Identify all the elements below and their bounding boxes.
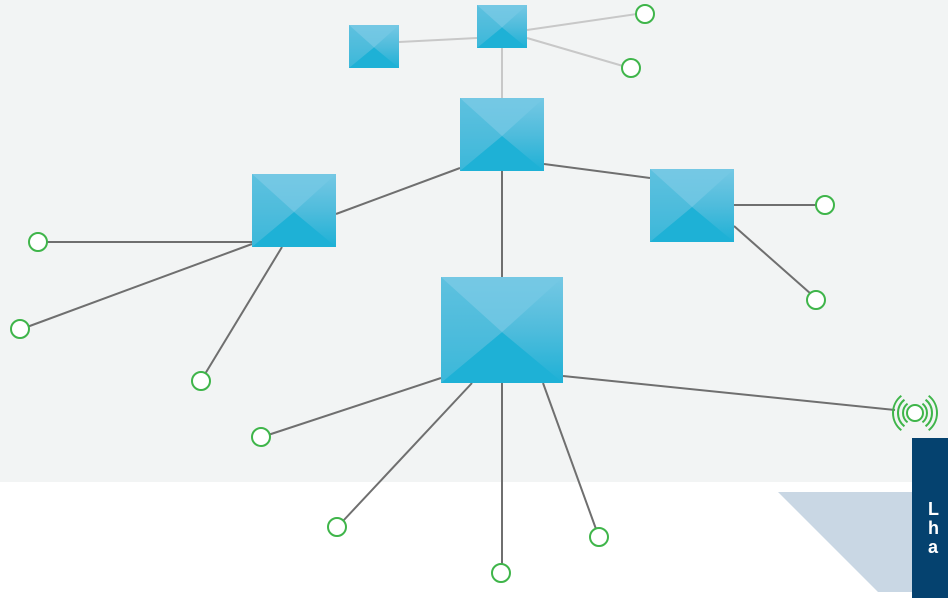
callout-line-2: h: [928, 518, 939, 538]
callout-box: [912, 438, 948, 598]
callout-line-1: L: [928, 500, 939, 519]
links-layer: [26, 13, 896, 565]
callout-text: L h a: [928, 500, 948, 557]
endpoint-ep-top-1: [635, 4, 655, 24]
endpoint-ep-left-3: [191, 371, 211, 391]
callout-line-3: a: [928, 537, 939, 557]
endpoint-ep-main-3: [491, 563, 511, 583]
link-switch-main-to-ep-main-1: [267, 377, 442, 436]
link-hub-small-top-to-ep-top-1: [526, 13, 638, 31]
link-switch-main-to-ep-main-4: [542, 382, 597, 530]
endpoint-ep-main-4: [589, 527, 609, 547]
nodes-layer: [252, 5, 734, 383]
endpoint-ep-main-1: [251, 427, 271, 447]
link-switch-left-to-ep-left-2: [26, 243, 253, 328]
endpoint-ep-left-1: [28, 232, 48, 252]
endpoints-layer: [10, 4, 938, 583]
endpoint-ep-main-2: [327, 517, 347, 537]
node-hub-small-left: [349, 25, 399, 68]
node-switch-right: [650, 169, 734, 242]
endpoint-ep-right-1: [815, 195, 835, 215]
wireless-icon: [892, 394, 938, 432]
link-hub-small-top-to-ep-top-2: [526, 37, 624, 67]
link-switch-core-to-switch-right: [543, 163, 651, 179]
link-switch-core-to-switch-left: [335, 167, 461, 215]
link-hub-small-left-to-hub-small-top: [398, 37, 478, 43]
node-hub-small-top: [477, 5, 527, 48]
endpoint-ep-top-2: [621, 58, 641, 78]
node-switch-core: [460, 98, 544, 171]
link-switch-left-to-ep-left-3: [204, 246, 283, 375]
link-switch-main-to-ep-main-2: [342, 382, 473, 522]
node-switch-main: [441, 277, 563, 383]
endpoint-ep-right-2: [806, 290, 826, 310]
link-switch-main-to-ep-wireless: [562, 375, 896, 411]
endpoint-ep-left-2: [10, 319, 30, 339]
node-switch-left: [252, 174, 336, 247]
link-switch-right-to-ep-right-2: [733, 225, 812, 295]
